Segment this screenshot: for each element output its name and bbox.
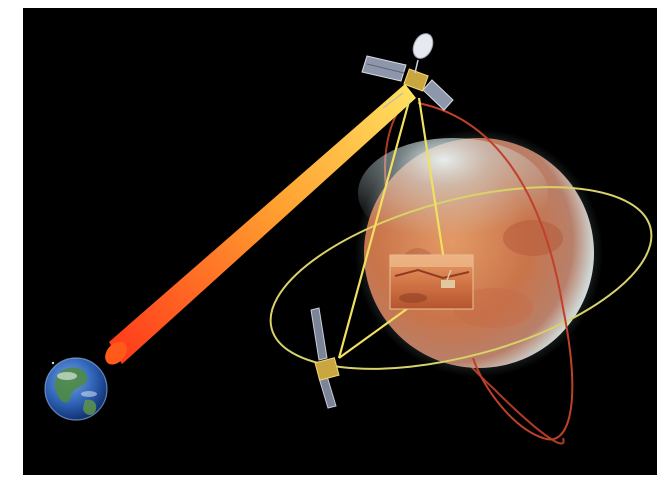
mars-planet-icon [355, 129, 603, 377]
star-icon [51, 361, 55, 365]
satellite-icon [361, 33, 454, 111]
space-scene [23, 8, 657, 475]
orbit-ellipse-icon [269, 186, 653, 370]
mars-relay-illustration [44, 33, 653, 445]
rover-photo-icon [389, 254, 474, 310]
earth-globe-icon [44, 357, 108, 421]
signal-beam-icon [109, 84, 416, 364]
relay-satellite-icon [310, 307, 340, 409]
